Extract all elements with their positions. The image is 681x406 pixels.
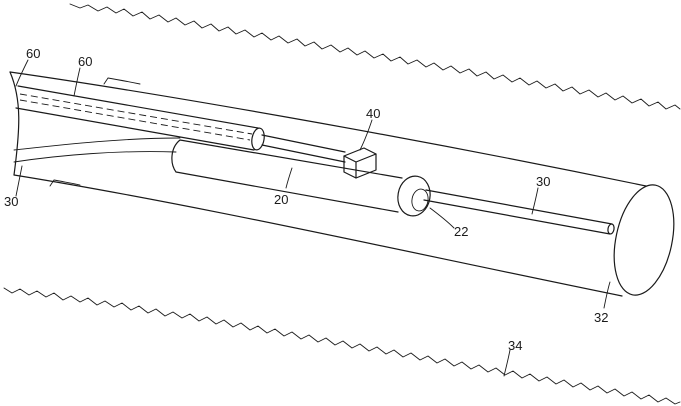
leader-40	[360, 120, 372, 150]
leader-22	[430, 208, 454, 228]
leader-20	[286, 168, 292, 188]
probe-rod-top	[426, 190, 612, 224]
ref-60-a: 60	[26, 46, 40, 61]
ref-22: 22	[454, 224, 468, 239]
tubular-body-left-flare-top	[10, 72, 19, 175]
leader-32	[604, 282, 610, 308]
ref-30-right: 30	[536, 174, 550, 189]
tubular-body-left-flare-inner-2	[14, 152, 176, 162]
leader-30-left	[16, 166, 22, 196]
connector-rod-bottom	[262, 145, 345, 162]
connector-box	[344, 148, 376, 178]
conduit-pipe-bottom	[16, 108, 254, 150]
probe-rod-bottom	[424, 200, 610, 234]
tubular-body-left-flare-inner	[14, 138, 180, 150]
tubular-body-bottom-edge	[14, 175, 622, 296]
ref-60-b: 60	[78, 54, 92, 69]
borehole-wall-top	[70, 4, 680, 109]
ref-32: 32	[594, 310, 608, 325]
probe-rod-tip	[607, 224, 615, 235]
connector-rod-top	[262, 135, 345, 152]
ref-20: 20	[274, 192, 288, 207]
ref-30-left: 30	[4, 194, 18, 209]
conduit-pipe-end	[250, 127, 266, 151]
break-marker-top	[104, 78, 140, 84]
ref-34: 34	[508, 338, 522, 353]
borehole-wall-bottom	[4, 288, 680, 404]
ref-40: 40	[366, 106, 380, 121]
tubular-body-top-edge	[10, 72, 646, 186]
end-cap	[605, 179, 681, 300]
conduit-dashed-line-1	[20, 94, 252, 134]
leader-34	[504, 350, 510, 376]
